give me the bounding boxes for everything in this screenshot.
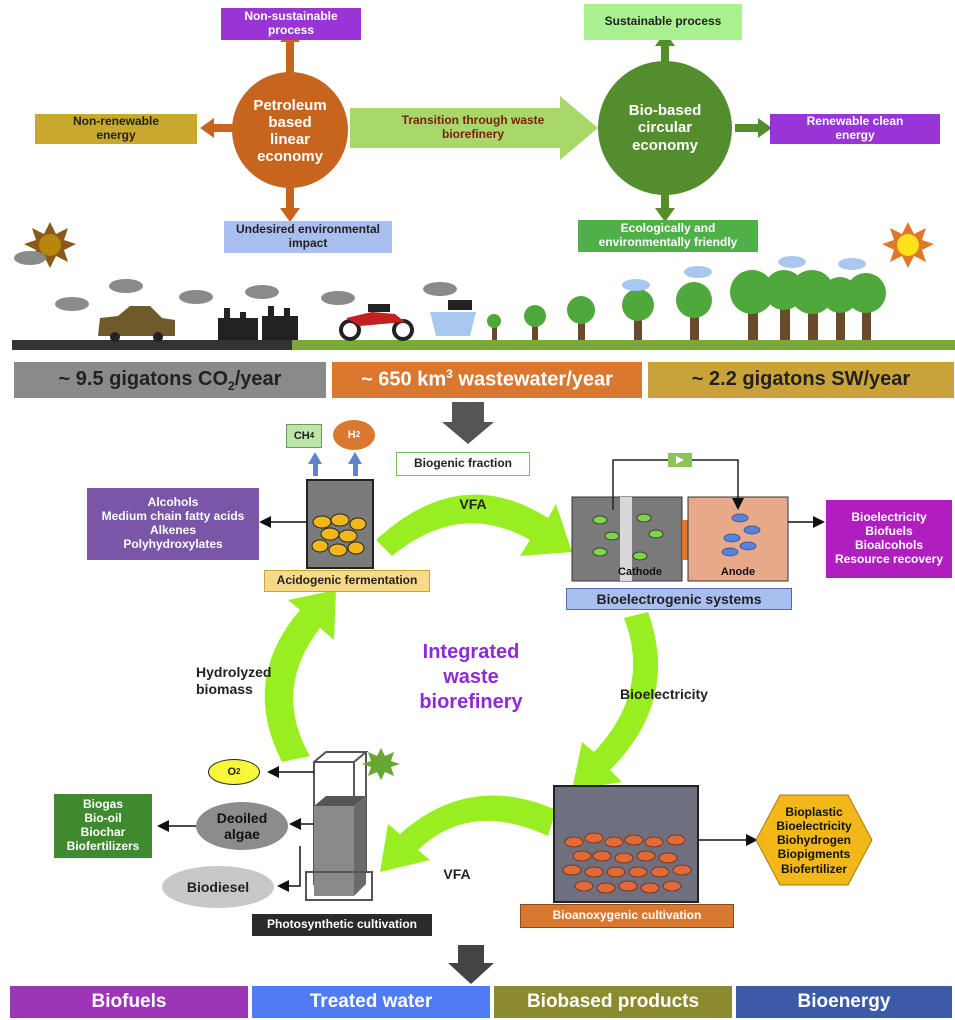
vfa-bottom-label: VFA — [443, 866, 471, 882]
down-arrow-biogenic — [442, 402, 494, 444]
anox-products-list: Bioplastic Bioelectricity Biohydrogen Bi… — [766, 805, 862, 876]
bes-anode-cells — [721, 513, 761, 557]
down-arrow-outputs — [448, 945, 494, 984]
bes-product: Bioalcohols — [854, 538, 923, 552]
acid-product: Alcohols — [147, 495, 199, 510]
photosynthetic-label: Photosynthetic cultivation — [252, 914, 432, 936]
biodiesel-ellipse: Biodiesel — [162, 866, 274, 908]
transition-arrow — [350, 96, 598, 160]
algae-product: Biogas — [82, 797, 123, 812]
undesired-impact-box: Undesired environmental impact — [224, 221, 392, 253]
bes-membrane — [620, 497, 632, 581]
purple-bacteria — [562, 832, 692, 894]
anox-product: Biofertilizer — [780, 861, 847, 876]
output-treated-water: Treated water — [252, 986, 490, 1018]
photobioreactor — [305, 751, 373, 901]
ecological-box: Ecologically and environmentally friendl… — [578, 220, 758, 252]
renewable-box: Renewable clean energy — [770, 114, 940, 144]
bes-cathode-cells — [592, 513, 664, 561]
output-biobased-products: Biobased products — [494, 986, 732, 1018]
tree-crowns — [487, 270, 886, 328]
acid-product: Alkenes — [149, 523, 197, 537]
biodiesel-arrow — [277, 846, 301, 892]
acidogenic-label: Acidogenic fermentation — [264, 570, 430, 592]
output-biofuels: Biofuels — [10, 986, 248, 1018]
wastewater-tank-icon — [430, 300, 476, 336]
solid-waste-bar — [648, 362, 954, 398]
acid-product: Polyhydroxylates — [123, 536, 223, 551]
factory-icon — [218, 306, 298, 340]
cathode-label: Cathode — [618, 566, 662, 578]
anode-label: Anode — [720, 566, 756, 578]
non-sustainable-box: Non-sustainable process — [221, 8, 361, 40]
biogenic-fraction-box: Biogenic fraction — [396, 452, 530, 476]
landscape — [12, 222, 955, 350]
bes-separator — [682, 520, 688, 560]
bioelectricity-label: Bioelectricity — [620, 686, 708, 702]
co2-stat: ~ 9.5 gigatons CO2/year — [58, 368, 282, 393]
bes-product: Bioelectricity — [851, 510, 927, 525]
vfa-top-label: VFA — [459, 496, 487, 512]
acid-product: Medium chain fatty acids — [101, 509, 245, 524]
bioelectrogenic-label: Bioelectrogenic systems — [566, 588, 792, 610]
anox-product: Biopigments — [777, 847, 851, 862]
car-icon — [98, 306, 175, 342]
sustainable-box: Sustainable process — [584, 4, 742, 40]
trees — [492, 306, 871, 340]
co2-bar — [14, 362, 326, 398]
bes-product: Biofuels — [865, 524, 913, 539]
sun-icon-right — [882, 222, 934, 268]
algae-products-box: Biogas Bio-oil Biochar Biofertilizers — [54, 794, 152, 858]
bioanoxygenic-label: Bioanoxygenic cultivation — [520, 904, 734, 928]
circular-economy-circle — [598, 61, 732, 195]
anox-product: Biohydrogen — [777, 833, 851, 848]
anox-product: Bioelectricity — [776, 819, 852, 834]
bes-product: Resource recovery — [834, 551, 944, 566]
solid-waste-stat: ~ 2.2 gigatons SW/year — [691, 368, 911, 390]
gas-arrows — [308, 452, 362, 476]
circular-economy-label: Bio-based circular economy — [628, 102, 702, 154]
anox-product: Bioplastic — [785, 805, 843, 819]
output-bioenergy: Bioenergy — [736, 986, 952, 1018]
wastewater-bar — [332, 362, 642, 398]
wastewater-stat: ~ 650 km3 wastewater/year — [361, 367, 613, 391]
transition-label: Transition through waste biorefinery — [401, 113, 545, 141]
bes-products-box: Bioelectricity Biofuels Bioalcohols Reso… — [826, 500, 952, 578]
algae-product: Bio-oil — [84, 811, 122, 826]
non-renewable-box: Non-renewable energy — [35, 114, 197, 144]
algae-sun-icon — [362, 748, 400, 780]
cycle-arrows — [264, 494, 659, 872]
linear-economy-circle — [232, 72, 348, 188]
anox-products-hexagon — [755, 794, 873, 886]
reactor-biomass — [311, 513, 367, 557]
algae-product: Biofertilizers — [66, 838, 140, 853]
linear-economy-label: Petroleum based linear economy — [253, 96, 327, 166]
algae-product: Biochar — [80, 825, 126, 839]
acid-products-box: Alcohols Medium chain fatty acids Alkene… — [87, 488, 259, 560]
motorbike-icon — [339, 304, 414, 341]
